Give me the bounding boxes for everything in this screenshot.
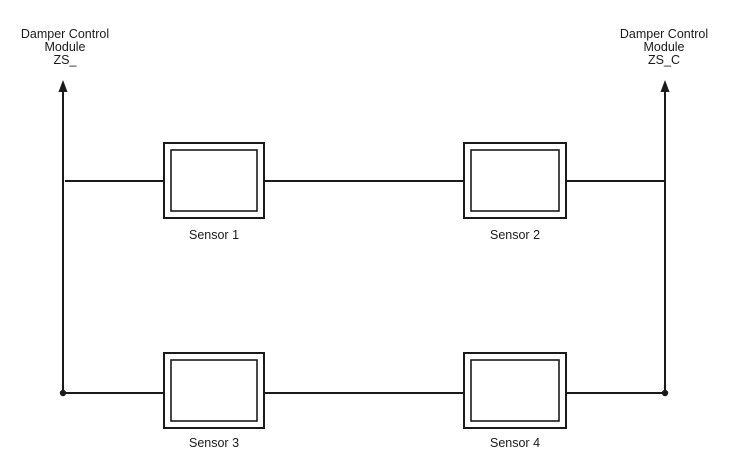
right-module-label-line1: Damper Control bbox=[619, 27, 709, 41]
right-module-label-line2: Module bbox=[643, 40, 685, 54]
sensor-2-box bbox=[463, 142, 567, 219]
sensor-3-box bbox=[163, 352, 265, 429]
sensor-3-label: Sensor 3 bbox=[188, 436, 240, 450]
right-module-arrow-icon bbox=[660, 80, 670, 92]
right-junction-dot bbox=[661, 389, 669, 397]
right-module-label: Damper Control Module ZS_C bbox=[594, 28, 731, 67]
left-module-label-line3: ZS_ bbox=[53, 53, 77, 67]
left-module-label-line2: Module bbox=[44, 40, 86, 54]
right-module-label-line3: ZS_C bbox=[648, 53, 680, 67]
left-module-label-line1: Damper Control bbox=[20, 27, 110, 41]
left-module-arrow-icon bbox=[58, 80, 68, 92]
sensor-4-label: Sensor 4 bbox=[489, 436, 541, 450]
sensor-4-box bbox=[463, 352, 567, 429]
sensor-2-label: Sensor 2 bbox=[489, 228, 541, 242]
left-module-label: Damper Control Module ZS_ bbox=[0, 28, 135, 67]
sensor-1-label: Sensor 1 bbox=[188, 228, 240, 242]
left-junction-dot bbox=[59, 389, 67, 397]
sensor-1-box bbox=[163, 142, 265, 219]
